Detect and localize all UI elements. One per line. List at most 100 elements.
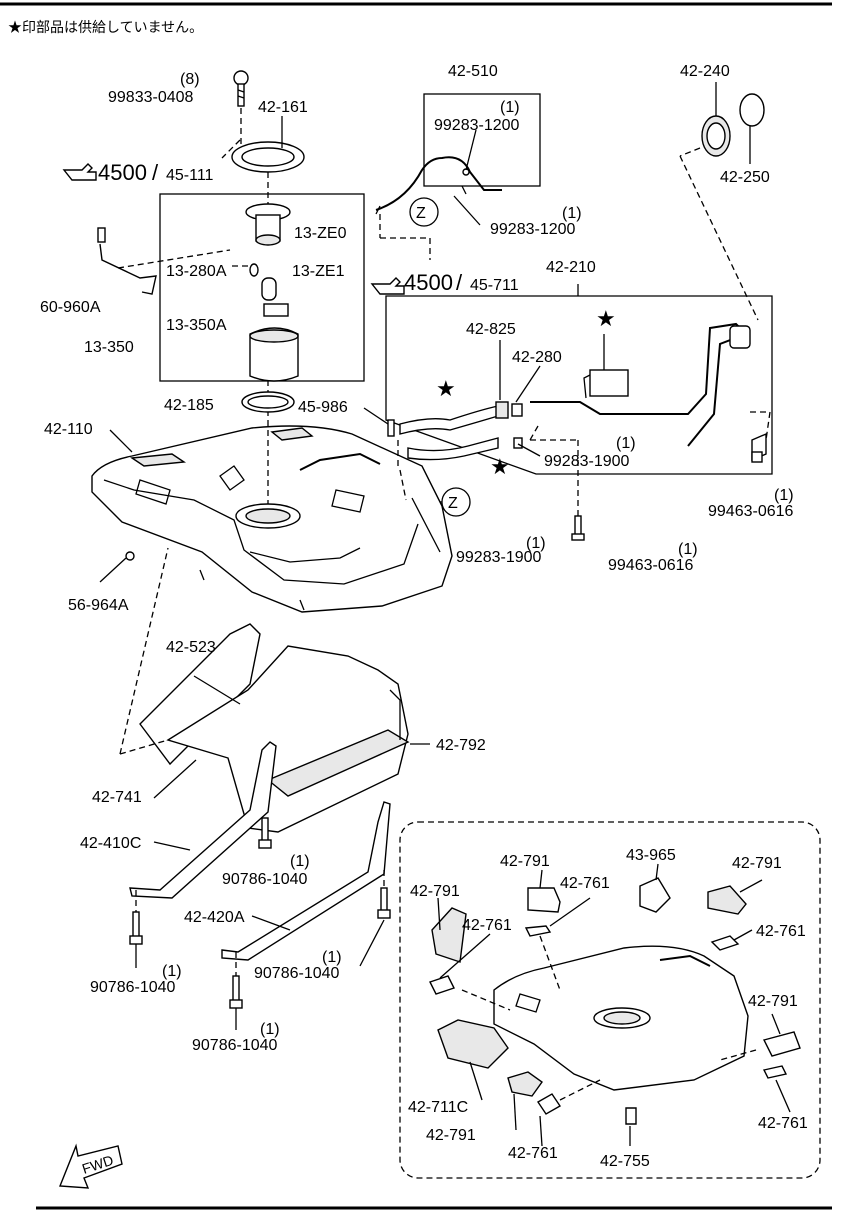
callout-13-280A[interactable]: 13-280A bbox=[166, 263, 227, 280]
callout-42-761-e[interactable]: 42-761 bbox=[758, 1115, 808, 1132]
callout-42-110[interactable]: 42-110 bbox=[44, 421, 93, 438]
callout-90786-1040-qty-d: (1) bbox=[260, 1021, 280, 1038]
insulator-pad-icon bbox=[429, 975, 455, 995]
filler-pipe-icon bbox=[530, 322, 751, 447]
tank-gasket-icon bbox=[241, 391, 295, 413]
callout-99833-0408[interactable]: 99833-0408 bbox=[108, 89, 194, 106]
ref-4500-b[interactable]: 4500 bbox=[404, 270, 453, 295]
callout-99833-qty: (8) bbox=[180, 71, 200, 88]
insulator-pad-icon bbox=[537, 1093, 561, 1115]
bolt-icon bbox=[258, 817, 272, 849]
star-mark-icon: ★ bbox=[596, 307, 616, 332]
star-mark-icon: ★ bbox=[490, 455, 510, 480]
lock-ring-icon bbox=[231, 141, 305, 173]
evap-pipe-icon bbox=[375, 156, 502, 215]
callout-42-240[interactable]: 42-240 bbox=[680, 63, 730, 80]
callout-99283-1200-b[interactable]: 99283-1200 bbox=[490, 221, 576, 238]
ref-4500-a[interactable]: 4500 bbox=[98, 160, 147, 185]
callout-99283-1200-a[interactable]: 99283-1200 bbox=[434, 117, 520, 134]
callout-42-791-d[interactable]: 42-791 bbox=[748, 993, 798, 1010]
callout-90786-1040-c[interactable]: 90786-1040 bbox=[90, 979, 176, 996]
insulator-pad-icon bbox=[639, 877, 671, 913]
callout-42-410C[interactable]: 42-410C bbox=[80, 835, 141, 852]
filler-hose-icon bbox=[399, 405, 499, 461]
filler-cap-icon bbox=[701, 93, 765, 157]
star-mark-icon: ★ bbox=[436, 377, 456, 402]
reference-arrow-icon bbox=[370, 277, 405, 295]
callout-42-761-d[interactable]: 42-761 bbox=[508, 1145, 558, 1162]
ref-45-111[interactable]: 45-111 bbox=[166, 167, 214, 184]
callout-42-825[interactable]: 42-825 bbox=[466, 321, 516, 338]
callout-56-964A[interactable]: 56-964A bbox=[68, 597, 129, 614]
fuel-filter-icon bbox=[249, 263, 299, 382]
fuel-sender-icon bbox=[97, 227, 157, 295]
svg-text:Z: Z bbox=[416, 205, 426, 222]
bolt-icon bbox=[377, 887, 391, 919]
callout-42-755[interactable]: 42-755 bbox=[600, 1153, 650, 1170]
callout-99463-0616-qty-b: (1) bbox=[678, 541, 698, 558]
hose-clamp-icon bbox=[495, 401, 523, 449]
svg-text:/: / bbox=[152, 160, 159, 185]
bolt-icon bbox=[751, 432, 767, 463]
bolt-icon bbox=[129, 911, 143, 945]
fuel-tank-icon bbox=[91, 425, 453, 613]
insulator-detail-frame bbox=[399, 821, 821, 1179]
filler-pipe-frame bbox=[385, 295, 773, 475]
callout-99463-0616-b[interactable]: 99463-0616 bbox=[608, 557, 694, 574]
callout-42-711C[interactable]: 42-711C bbox=[408, 1099, 468, 1116]
callout-13-ZE0[interactable]: 13-ZE0 bbox=[294, 225, 347, 242]
callout-90786-1040-d[interactable]: 90786-1040 bbox=[192, 1037, 278, 1054]
callout-13-350A[interactable]: 13-350A bbox=[166, 317, 227, 334]
insulator-pad-icon bbox=[762, 1065, 788, 1079]
callout-42-761-a[interactable]: 42-761 bbox=[560, 875, 610, 892]
callout-42-420A[interactable]: 42-420A bbox=[184, 909, 245, 926]
reference-arrow-icon bbox=[62, 163, 97, 181]
bolt-icon bbox=[229, 975, 243, 1009]
callout-99283-1900-a[interactable]: 99283-1900 bbox=[544, 453, 630, 470]
tank-strap-icon bbox=[129, 741, 277, 899]
callout-42-250[interactable]: 42-250 bbox=[720, 169, 770, 186]
screw-icon bbox=[233, 70, 249, 107]
callout-42-791-b[interactable]: 42-791 bbox=[500, 853, 550, 870]
callout-42-791-a[interactable]: 42-791 bbox=[410, 883, 460, 900]
callout-45-986[interactable]: 45-986 bbox=[298, 399, 348, 416]
callout-42-523[interactable]: 42-523 bbox=[166, 639, 216, 656]
insulator-pad-icon bbox=[762, 1031, 801, 1057]
callout-99463-0616-qty-a: (1) bbox=[774, 487, 794, 504]
callout-99283-1900-b[interactable]: 99283-1900 bbox=[456, 549, 542, 566]
callout-90786-1040-b[interactable]: 90786-1040 bbox=[254, 965, 340, 982]
callout-99463-0616-a[interactable]: 99463-0616 bbox=[708, 503, 794, 520]
callout-42-792[interactable]: 42-792 bbox=[436, 737, 486, 754]
callout-42-161[interactable]: 42-161 bbox=[258, 99, 308, 116]
insulator-pad-icon bbox=[527, 887, 561, 913]
callout-42-761-c[interactable]: 42-761 bbox=[756, 923, 806, 940]
ref-45-711[interactable]: 45-711 bbox=[470, 277, 519, 294]
callout-42-210[interactable]: 42-210 bbox=[546, 259, 596, 276]
insulator-pad-icon bbox=[507, 1071, 543, 1097]
callout-43-965[interactable]: 43-965 bbox=[626, 847, 676, 864]
fuel-pump-icon bbox=[245, 203, 291, 246]
callout-13-350[interactable]: 13-350 bbox=[84, 339, 134, 356]
insulator-pad-icon bbox=[524, 925, 552, 937]
callout-42-791-c[interactable]: 42-791 bbox=[732, 855, 782, 872]
vent-valve-icon bbox=[387, 419, 395, 437]
bolt-icon bbox=[571, 515, 585, 541]
insulator-pad-icon bbox=[625, 1107, 637, 1125]
hose-bracket-frame bbox=[423, 93, 541, 187]
callout-90786-1040-a[interactable]: 90786-1040 bbox=[222, 871, 308, 888]
callout-42-185[interactable]: 42-185 bbox=[164, 397, 214, 414]
supply-note: ★印部品は供給していません。 bbox=[8, 19, 203, 35]
callout-99283-1900-qty-b: (1) bbox=[526, 535, 546, 552]
callout-13-ZE1[interactable]: 13-ZE1 bbox=[292, 263, 345, 280]
insulator-pad-icon bbox=[707, 885, 747, 915]
callout-99283-1900-qty-a: (1) bbox=[616, 435, 636, 452]
callout-42-791-e[interactable]: 42-791 bbox=[426, 1127, 476, 1144]
callout-42-741[interactable]: 42-741 bbox=[92, 789, 142, 806]
callout-60-960A[interactable]: 60-960A bbox=[40, 299, 101, 316]
callout-42-510[interactable]: 42-510 bbox=[448, 63, 498, 80]
svg-text:/: / bbox=[456, 270, 463, 295]
callout-42-280[interactable]: 42-280 bbox=[512, 349, 562, 366]
insulator-pad-icon bbox=[710, 935, 740, 951]
insulator-pad-icon bbox=[431, 907, 467, 963]
callout-42-761-b[interactable]: 42-761 bbox=[462, 917, 512, 934]
